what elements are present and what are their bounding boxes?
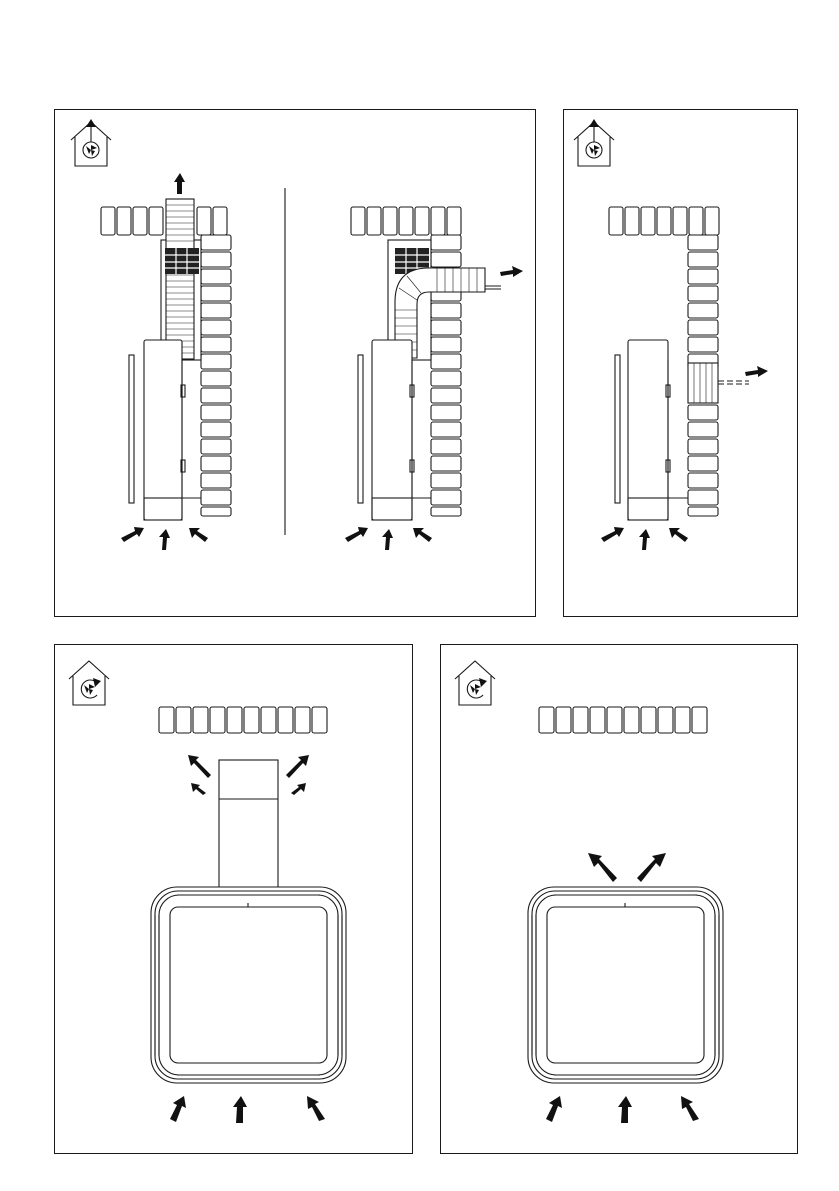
- variant-vertical-outlet: [101, 173, 231, 550]
- ceiling-bricks: [159, 707, 327, 733]
- outflow-arrow: [745, 366, 768, 377]
- intake-arrows: [121, 527, 208, 550]
- intake-arrows: [601, 527, 688, 550]
- variant-rear-wall-outlet: [601, 207, 768, 550]
- appliance-side-view: [358, 340, 431, 520]
- ceiling-bricks: [609, 207, 719, 235]
- outflow-arrow: [500, 266, 523, 277]
- intake-arrows: [546, 1096, 699, 1123]
- chimney: [219, 760, 278, 890]
- wall-bricks: [201, 235, 231, 516]
- ceiling-bricks: [101, 207, 227, 235]
- ducted-extraction-icon: [71, 119, 111, 166]
- outflow-arrows: [588, 853, 666, 882]
- ceiling-bricks: [539, 707, 707, 733]
- appliance-side-view: [129, 340, 201, 520]
- diagram-top-recirculation: [441, 645, 799, 1155]
- vertical-duct: [165, 199, 199, 359]
- panel-ducted-extraction-two-variants: [54, 109, 536, 617]
- recirculation-icon: [455, 661, 495, 705]
- intake-arrows: [170, 1096, 325, 1123]
- intake-arrows: [345, 527, 432, 550]
- diagram-chimney-recirculation: [55, 645, 414, 1155]
- diagram-rear-outlet: [564, 110, 799, 618]
- diagram-ducted-variants: [55, 110, 537, 618]
- appliance-front-view: [528, 887, 723, 1083]
- wall-duct: [688, 363, 749, 403]
- appliance-front-view: [151, 887, 346, 1083]
- ceiling-bricks: [351, 207, 461, 235]
- recirculation-icon: [69, 661, 109, 705]
- outflow-arrow: [174, 173, 185, 194]
- panel-ducted-extraction-rear: [563, 109, 798, 617]
- appliance-side-view: [615, 340, 688, 520]
- panel-recirculation-chimney: [54, 644, 413, 1154]
- variant-side-outlet-with-elbow: [345, 207, 523, 550]
- panel-recirculation-top: [440, 644, 798, 1154]
- ducted-extraction-icon: [574, 119, 614, 166]
